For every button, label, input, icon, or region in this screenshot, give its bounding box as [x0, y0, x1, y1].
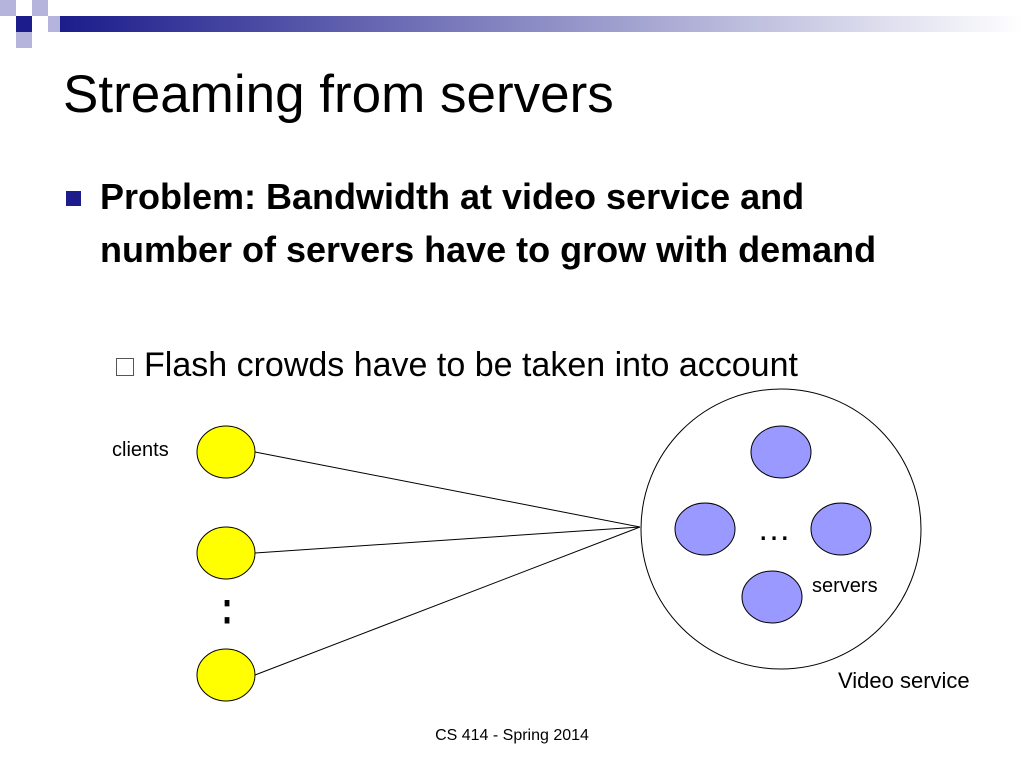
client-node: [196, 425, 256, 479]
slide-footer: CS 414 - Spring 2014: [435, 727, 589, 744]
server-node: [750, 425, 812, 479]
video-service-circle: [640, 388, 922, 670]
main-bullet-text: Problem: Bandwidth at video service and …: [100, 176, 877, 270]
slide-title: Streaming from servers: [63, 65, 614, 124]
client-node: [196, 648, 256, 702]
client-node: [196, 526, 256, 580]
hollow-square-icon: [116, 358, 134, 376]
client-link-2: [254, 526, 641, 554]
sub-bullet-text: Flash crowds have to be taken into accou…: [144, 346, 798, 384]
client-ellipsis: :: [221, 582, 232, 634]
server-node: [674, 502, 736, 556]
server-node: [741, 570, 803, 624]
client-link-3: [254, 526, 641, 676]
bullet-square-icon: [66, 191, 81, 206]
header-banner: [0, 0, 1024, 48]
server-ellipsis: …: [757, 510, 791, 548]
clients-label: clients: [112, 439, 169, 461]
servers-label: servers: [812, 575, 878, 597]
video-service-label: Video service: [838, 668, 970, 693]
server-node: [810, 502, 872, 556]
client-link-1: [254, 451, 641, 528]
